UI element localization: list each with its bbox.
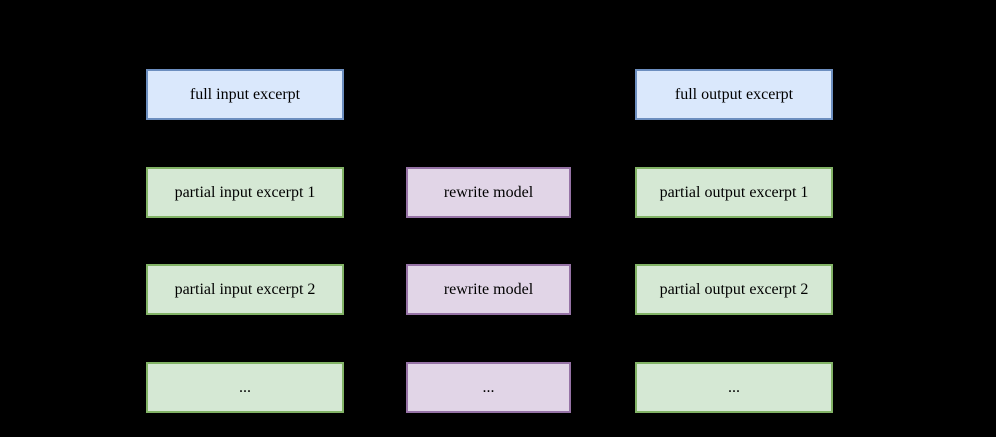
node-partial-output-excerpt-1: partial output excerpt 1 — [635, 167, 833, 218]
arrow-partialoutput1-to-model2 — [489, 216, 735, 266]
node-rewrite-model-1: rewrite model — [406, 167, 571, 218]
node-full-output-excerpt: full output excerpt — [635, 69, 833, 120]
node-label: ... — [728, 378, 740, 396]
node-partial-output-ellipsis: ... — [635, 362, 833, 413]
node-label: partial input excerpt 2 — [174, 280, 316, 298]
node-label: rewrite model — [443, 280, 534, 298]
arrow-partialoutput2-to-modelmore — [489, 313, 735, 364]
arrow-partialoutput1-to-fulloutput — [830, 94, 869, 193]
node-label: partial input excerpt 1 — [174, 183, 316, 201]
node-label: partial output excerpt 1 — [659, 183, 809, 201]
node-full-input-excerpt: full input excerpt — [146, 69, 344, 120]
node-rewrite-model-2: rewrite model — [406, 264, 571, 315]
arrow-fullinput-to-partialinput-2 — [112, 93, 149, 290]
arrow-partialoutput2-to-fulloutput — [830, 94, 869, 291]
node-label: ... — [239, 378, 251, 396]
node-partial-input-ellipsis: ... — [146, 362, 344, 413]
node-rewrite-model-ellipsis: ... — [406, 362, 571, 413]
arrow-fullinput-to-partialinput-1 — [112, 93, 149, 192]
node-partial-output-excerpt-2: partial output excerpt 2 — [635, 264, 833, 315]
node-partial-input-excerpt-2: partial input excerpt 2 — [146, 264, 344, 315]
node-label: ... — [482, 378, 495, 396]
arrow-partialoutputmore-to-fulloutput — [830, 94, 869, 388]
arrow-fullinput-to-partialinput-more — [112, 93, 149, 387]
node-label: partial output excerpt 2 — [659, 280, 809, 298]
node-partial-input-excerpt-1: partial input excerpt 1 — [146, 167, 344, 218]
node-label: rewrite model — [443, 183, 534, 201]
node-label: full input excerpt — [189, 85, 301, 103]
node-label: full output excerpt — [674, 85, 794, 103]
